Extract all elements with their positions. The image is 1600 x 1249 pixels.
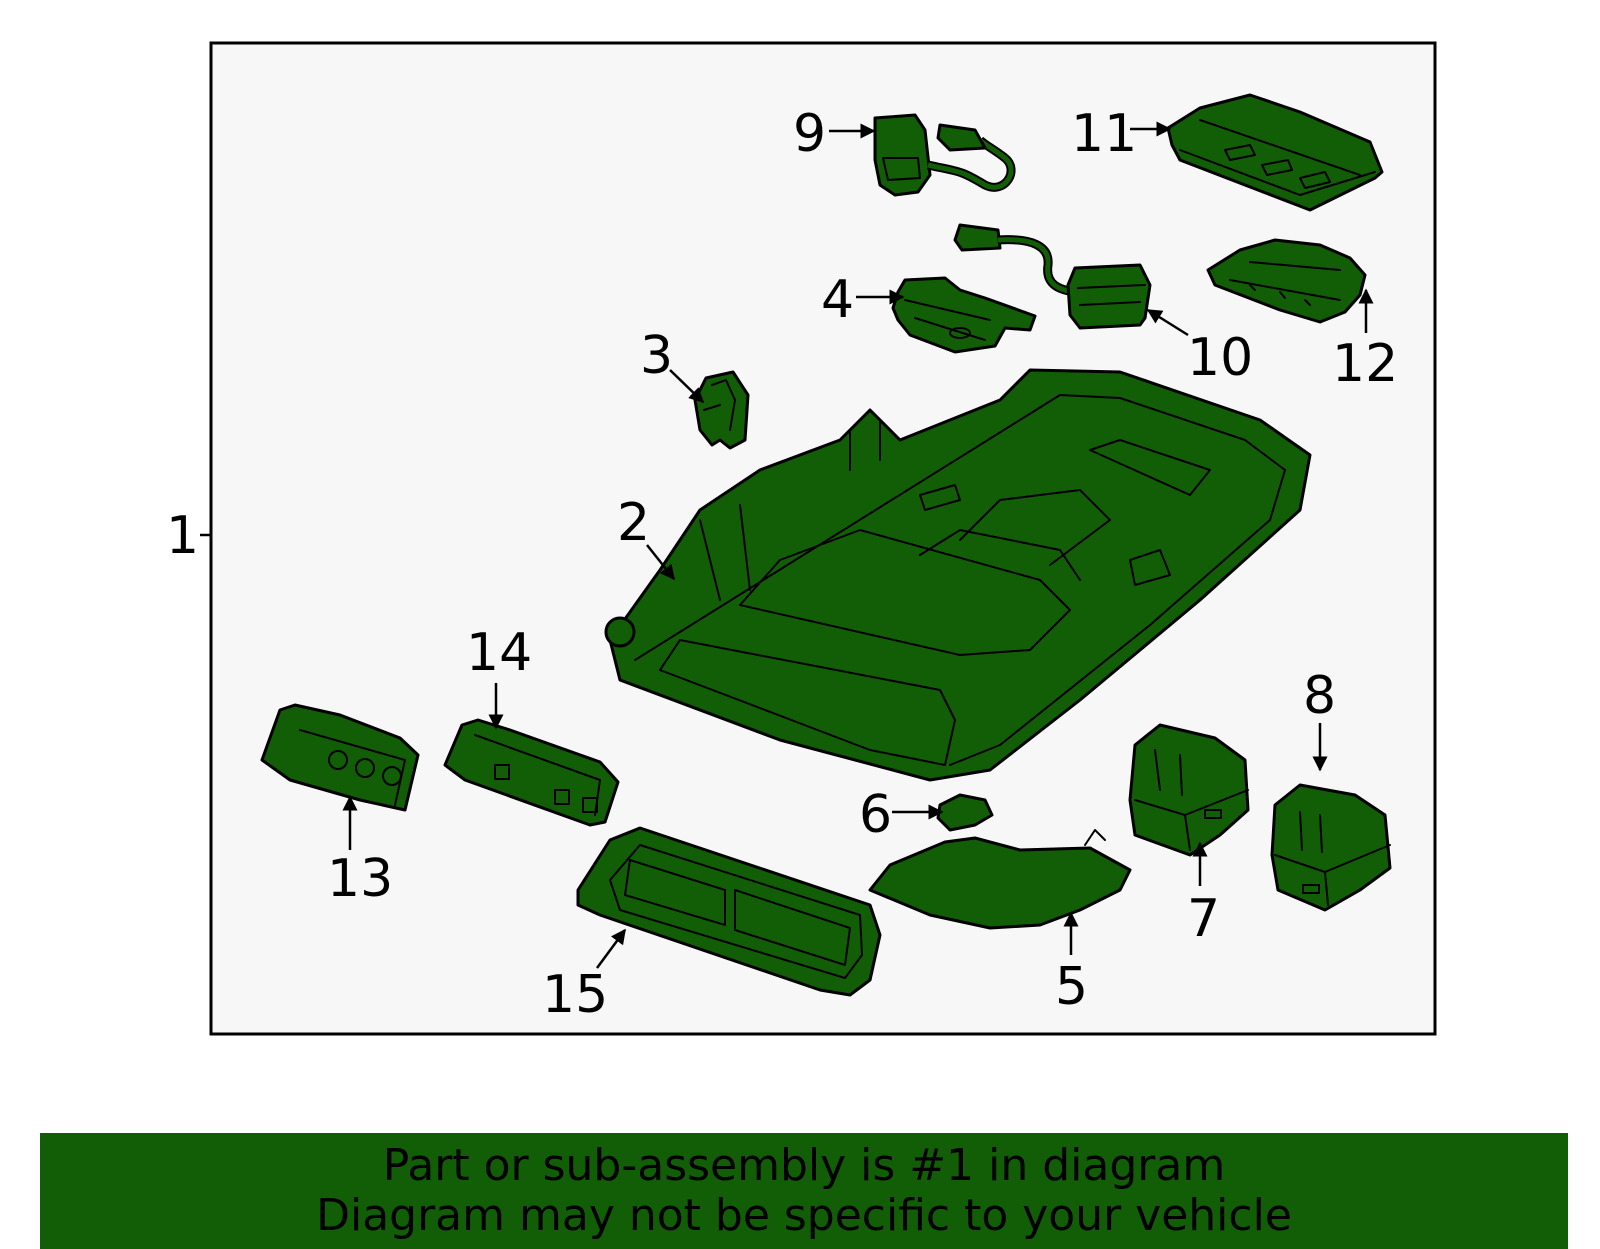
disclaimer-banner: Part or sub-assembly is #1 in diagram Di… xyxy=(40,1133,1568,1249)
part-10-lamp-harness xyxy=(953,223,1152,330)
callout-5: 5 xyxy=(1055,957,1088,1017)
leader-2 xyxy=(646,544,675,581)
part-15-bezel xyxy=(576,826,882,997)
callout-7: 7 xyxy=(1187,889,1220,949)
callout-2: 2 xyxy=(617,493,650,553)
callout-8: 8 xyxy=(1303,666,1336,726)
leader-10 xyxy=(1146,308,1189,337)
part-8-switch-assembly xyxy=(1270,783,1392,912)
part-11-switch-panel xyxy=(1166,93,1384,212)
part-6-bulb xyxy=(936,793,994,832)
callout-13: 13 xyxy=(327,849,393,909)
part-2-console-housing xyxy=(604,368,1312,782)
callout-9: 9 xyxy=(793,104,826,164)
callout-6: 6 xyxy=(859,785,892,845)
part-3-clip xyxy=(693,370,750,450)
banner-line-2: Diagram may not be specific to your vehi… xyxy=(316,1190,1292,1241)
callout-4: 4 xyxy=(821,270,854,330)
part-4-bracket xyxy=(891,276,1037,354)
part-9-socket-harness xyxy=(873,113,1016,197)
callout-3: 3 xyxy=(640,326,673,386)
part-7-switch-assembly xyxy=(1128,723,1250,857)
leader-3 xyxy=(669,369,705,404)
part-13-switch-module xyxy=(260,703,420,812)
callout-11: 11 xyxy=(1071,104,1137,164)
callout-1: 1 xyxy=(166,506,199,566)
banner-line-1: Part or sub-assembly is #1 in diagram xyxy=(382,1140,1226,1191)
callout-10: 10 xyxy=(1187,328,1253,388)
callout-15: 15 xyxy=(542,965,608,1025)
leader-15 xyxy=(595,928,627,969)
part-5-lens-cover xyxy=(868,829,1132,930)
callout-12: 12 xyxy=(1332,334,1398,394)
part-12-lamp-housing xyxy=(1206,238,1367,324)
callout-14: 14 xyxy=(466,623,532,683)
